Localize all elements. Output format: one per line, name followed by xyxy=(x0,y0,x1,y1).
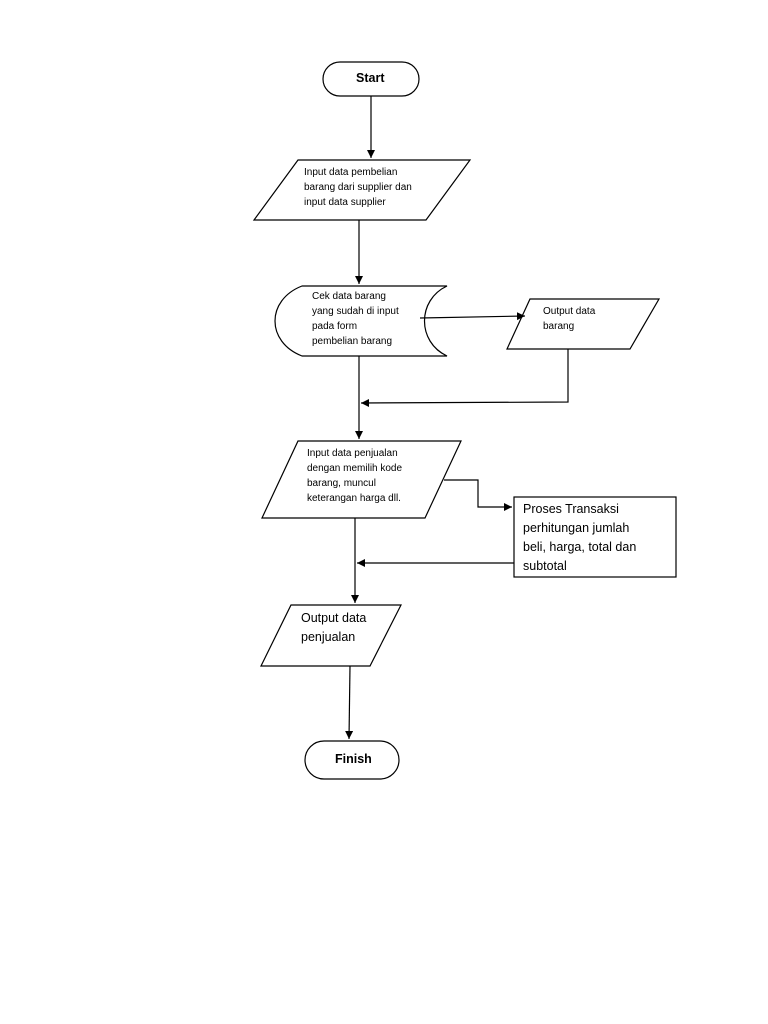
arrow-output-barang-return xyxy=(360,349,569,407)
cek-data-line-4: pembelian barang xyxy=(312,336,393,347)
output-penjualan-label: Output data penjualan xyxy=(301,609,366,647)
output-penjualan-parallelogram xyxy=(260,604,402,667)
arrow-output-penjualan-to-finish xyxy=(345,665,354,740)
input-pembelian-line-2: barang dari supplier dan xyxy=(304,182,412,193)
output-penjualan-line-1: Output data xyxy=(301,611,367,625)
input-pembelian-line-1: Input data pembelian xyxy=(304,167,398,178)
finish-label: Finish xyxy=(335,752,372,766)
input-pembelian-parallelogram xyxy=(252,159,472,221)
input-penjualan-parallelogram xyxy=(261,440,462,519)
proses-transaksi-line-1: Proses Transaksi xyxy=(523,502,619,516)
proses-transaksi-line-2: perhitungan jumlah xyxy=(523,521,630,535)
cek-data-stored-data-shape xyxy=(274,285,448,357)
input-penjualan-line-4: keterangan harga dll. xyxy=(307,493,401,504)
arrow-input-penjualan-to-proses xyxy=(444,479,512,511)
input-penjualan-label: Input data penjualan dengan memilih kode… xyxy=(307,446,402,506)
cek-data-line-3: pada form xyxy=(312,321,358,332)
input-penjualan-line-1: Input data penjualan xyxy=(307,448,398,459)
cek-data-label: Cek data barang yang sudah di input pada… xyxy=(312,289,399,349)
output-barang-line-2: barang xyxy=(543,321,575,332)
output-barang-parallelogram xyxy=(506,298,661,350)
proses-transaksi-label: Proses Transaksi perhitungan jumlah beli… xyxy=(523,500,636,576)
cek-data-line-1: Cek data barang xyxy=(312,291,386,302)
output-barang-line-1: Output data xyxy=(543,306,596,317)
input-pembelian-line-3: input data supplier xyxy=(304,197,386,208)
proses-transaksi-process-box xyxy=(513,496,677,578)
input-penjualan-line-2: dengan memilih kode xyxy=(307,463,403,474)
proses-transaksi-line-3: beli, harga, total dan xyxy=(523,540,637,554)
cek-data-line-2: yang sudah di input xyxy=(312,306,399,317)
output-barang-label: Output data barang xyxy=(543,304,595,334)
arrow-cek-to-output-barang xyxy=(419,312,526,321)
proses-transaksi-line-4: subtotal xyxy=(523,559,567,573)
start-label: Start xyxy=(356,71,385,85)
output-penjualan-line-2: penjualan xyxy=(301,630,356,644)
finish-terminator xyxy=(304,740,400,780)
input-penjualan-line-3: barang, muncul xyxy=(307,478,376,489)
input-pembelian-label: Input data pembelian barang dari supplie… xyxy=(304,165,412,210)
